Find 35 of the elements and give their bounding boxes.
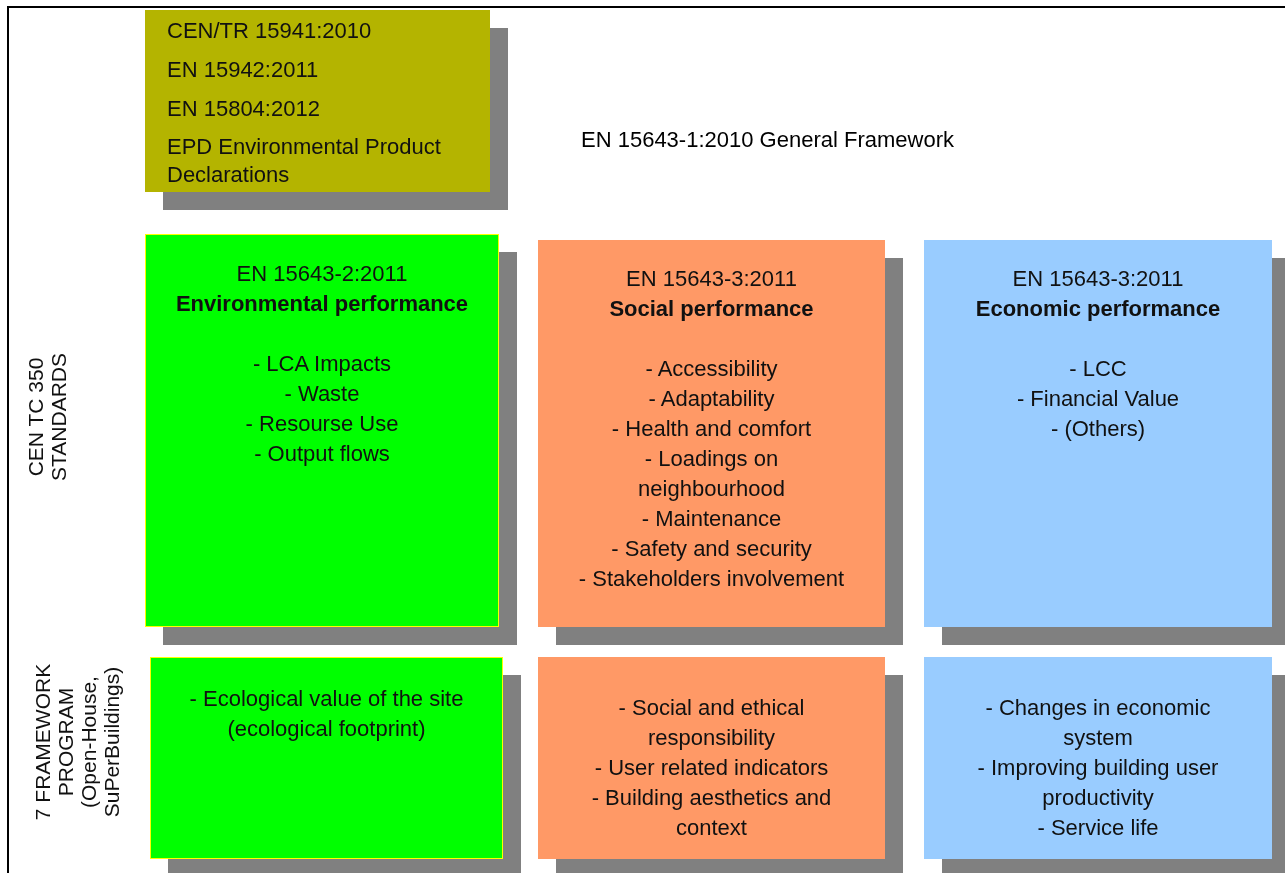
list-item: - Resourse Use	[245, 410, 399, 438]
list-item: - Ecological value of the site (ecological footprint)	[188, 685, 465, 743]
list-item: CEN/TR 15941:2010	[167, 17, 372, 45]
list-item: - Safety and security	[611, 535, 812, 563]
standard-code: EN 15643-3:2011	[1012, 265, 1184, 293]
standard-code: EN 15643-3:2011	[626, 265, 797, 293]
list-item: - LCA Impacts	[252, 350, 392, 378]
list-item: - Service life	[1037, 814, 1159, 842]
frame-title: EN 15643-1:2010 General Framework	[581, 127, 954, 153]
list-item: - User related indicators	[594, 754, 829, 782]
list-item: - Accessibility	[645, 355, 778, 383]
list-item: EPD Environmental Product Declarations	[167, 133, 442, 189]
standard-code: EN 15643-2:2011	[236, 260, 408, 288]
list-item: - LCC	[1069, 355, 1127, 383]
list-item: - Improving building user productivity	[976, 754, 1220, 812]
row-label: 7 FRAMEWORK PROGRAM (Open-House, SuPerBuildings)	[31, 662, 123, 823]
box-heading: Social performance	[609, 295, 814, 323]
box-heading: Environmental performance	[175, 290, 469, 318]
list-item: - Financial Value	[1016, 385, 1180, 413]
list-item: - Loadings on neighbourhood	[637, 445, 786, 503]
list-item: - Stakeholders involvement	[578, 565, 845, 593]
list-item: - Building aesthetics and context	[590, 784, 833, 842]
list-item: - Social and ethical responsibility	[617, 694, 806, 752]
list-item: - Health and comfort	[611, 415, 812, 443]
list-item: - Maintenance	[641, 505, 782, 533]
row-label: CEN TC 350 STANDARDS	[24, 352, 70, 483]
list-item: - Output flows	[254, 440, 390, 468]
box-heading: Economic performance	[975, 295, 1221, 323]
list-item: - (Others)	[1050, 415, 1146, 443]
list-item: - Changes in economic system	[984, 694, 1212, 752]
list-item: EN 15804:2012	[167, 95, 320, 123]
list-item: - Adaptability	[648, 385, 775, 413]
list-item: EN 15942:2011	[167, 56, 319, 84]
list-item: - Waste	[284, 380, 360, 408]
framework-frame	[7, 6, 1285, 873]
